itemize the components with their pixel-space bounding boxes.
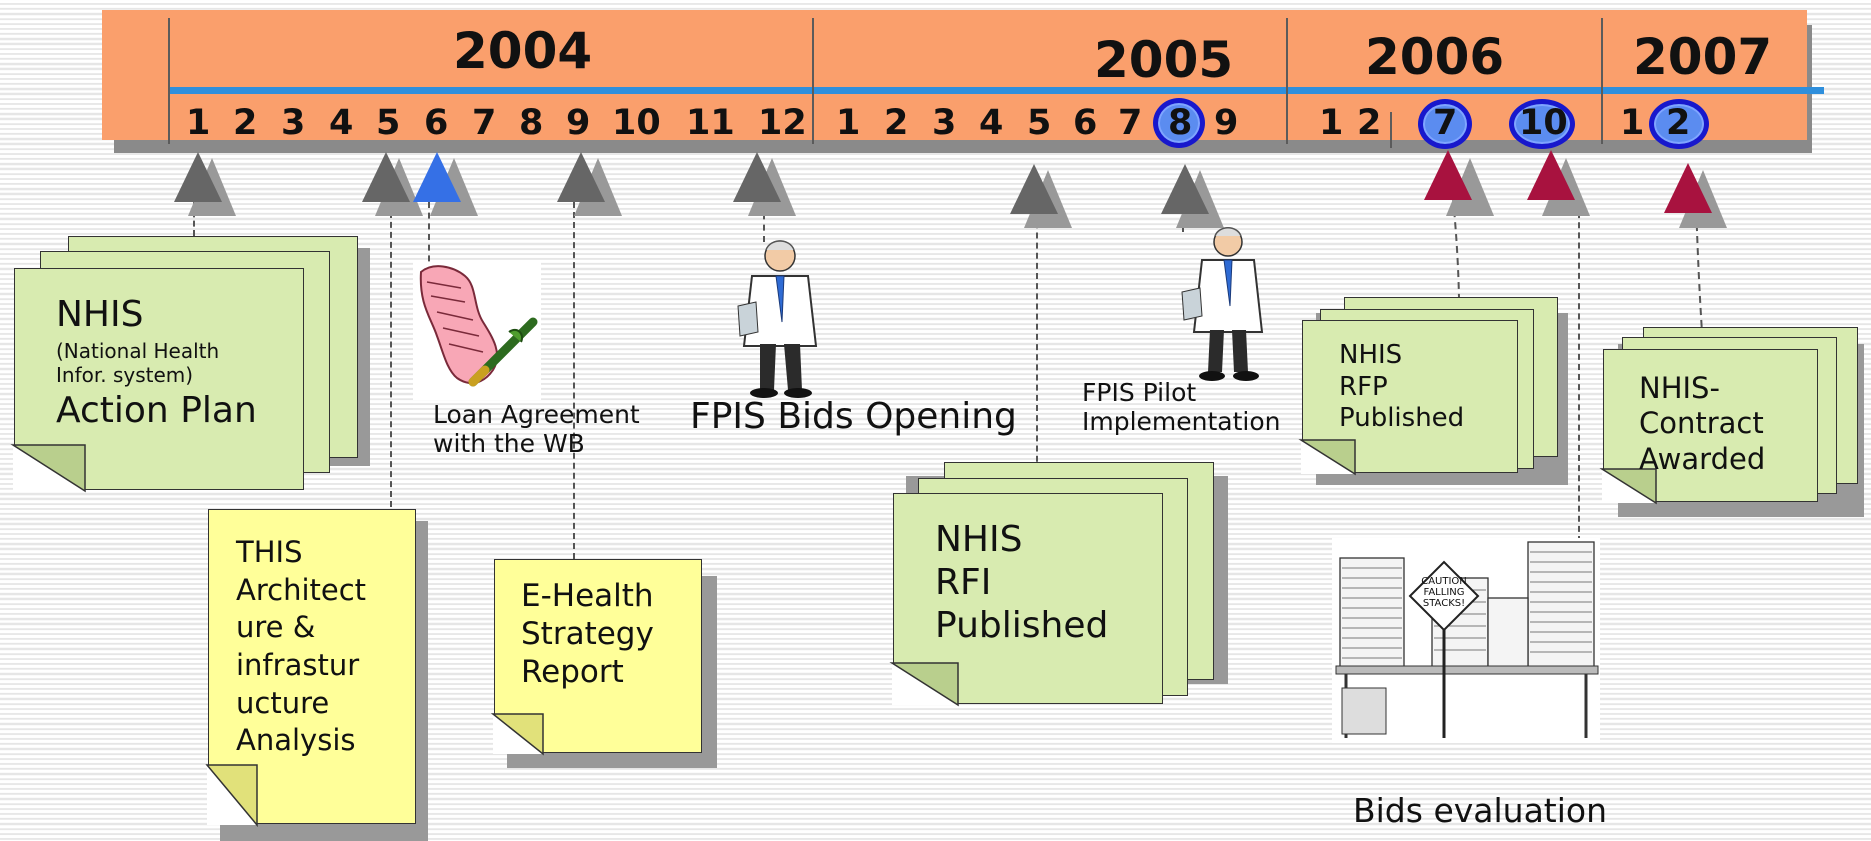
note-text: NHIS RFP Published	[1339, 340, 1465, 434]
month-label: 4	[979, 103, 1004, 143]
month-label: 9	[1214, 103, 1239, 143]
triangle-marker-2004-6	[413, 152, 461, 202]
month-label-highlighted: 7	[1433, 103, 1458, 143]
month-label-highlighted: 8	[1168, 103, 1193, 143]
year-separator	[812, 18, 814, 144]
month-label: 8	[519, 103, 544, 143]
label-fpis-bids-opening: FPIS Bids Opening	[690, 396, 1017, 437]
triangle-marker-2004-9	[557, 152, 605, 202]
month-label: 1	[1319, 103, 1344, 143]
year-2004: 2004	[453, 22, 593, 80]
page-fold	[490, 713, 544, 756]
connector-line	[428, 202, 430, 272]
highlight-ring	[1153, 98, 1205, 148]
doctor-icon	[1181, 227, 1264, 381]
month-label: 7	[472, 103, 497, 143]
note-text: E-Health Strategy Report	[521, 578, 654, 690]
triangle-marker-2007-2	[1664, 163, 1712, 213]
label-loan-agreement: Loan Agreement with the WB	[433, 400, 640, 458]
year-2005: 2005	[1094, 31, 1234, 89]
note-text: NHIS- Contract Awarded	[1639, 371, 1766, 476]
month-label: 3	[932, 103, 957, 143]
triangle-marker-2004-5	[362, 152, 410, 202]
note-text: THIS Architect ure & infrastur ucture An…	[236, 535, 367, 758]
connector-line	[390, 202, 392, 507]
blue-rule	[170, 87, 1824, 94]
year-2007: 2007	[1633, 28, 1773, 86]
page-fold	[889, 662, 959, 707]
note-title: NHIS	[56, 294, 144, 335]
highlight-ring	[1418, 99, 1472, 149]
page-fold	[205, 764, 258, 828]
page-fold	[10, 444, 86, 493]
month-label: 4	[329, 103, 354, 143]
month-label: 2	[233, 103, 258, 143]
page-fold	[1599, 468, 1657, 505]
year-separator	[168, 18, 170, 144]
connector-line	[763, 202, 765, 242]
month-label: 1	[836, 103, 861, 143]
month-label: 10	[612, 103, 661, 143]
month-label: 11	[686, 103, 735, 143]
month-label: 3	[281, 103, 306, 143]
triangle-marker-2006-10	[1527, 150, 1575, 200]
triangle-marker-2005-8	[1161, 164, 1209, 214]
month-label: 5	[376, 103, 401, 143]
year-separator	[1286, 18, 1288, 144]
triangle-marker-2005-5	[1010, 164, 1058, 214]
month-label: 1	[186, 103, 211, 143]
highlight-ring	[1509, 99, 1575, 149]
month-label: 6	[424, 103, 449, 143]
scroll-pen-icon	[413, 262, 541, 400]
month-label-highlighted: 10	[1519, 103, 1568, 143]
label-bids-evaluation: Bids evaluation	[1353, 791, 1608, 830]
label-fpis-pilot: FPIS Pilot Implementation	[1082, 378, 1281, 436]
month-label: 1	[1620, 103, 1645, 143]
month-label: 2	[884, 103, 909, 143]
page-fold	[1298, 439, 1356, 476]
year-2006: 2006	[1365, 28, 1505, 86]
note-text: NHIS RFI Published	[935, 519, 1109, 647]
connector-line	[573, 202, 575, 559]
year-separator	[1601, 18, 1603, 144]
month-label: 12	[758, 103, 807, 143]
connector-line	[1036, 202, 1038, 482]
month-label: 5	[1027, 103, 1052, 143]
triangle-marker-2006-7	[1424, 150, 1472, 200]
connector-line	[1578, 202, 1580, 542]
triangle-marker-2004-1	[174, 152, 222, 202]
month-label-highlighted: 2	[1666, 103, 1691, 143]
month-separator	[1390, 112, 1392, 148]
note-line: Action Plan	[56, 390, 257, 431]
month-label: 6	[1073, 103, 1098, 143]
month-label: 9	[566, 103, 591, 143]
connector-line	[193, 202, 195, 236]
triangle-marker-2004-12	[733, 152, 781, 202]
highlight-ring	[1649, 99, 1709, 149]
doctor-icon	[737, 240, 818, 398]
note-subtitle: (National Health Infor. system)	[56, 339, 220, 387]
month-label: 2	[1357, 103, 1382, 143]
month-label: 7	[1118, 103, 1143, 143]
